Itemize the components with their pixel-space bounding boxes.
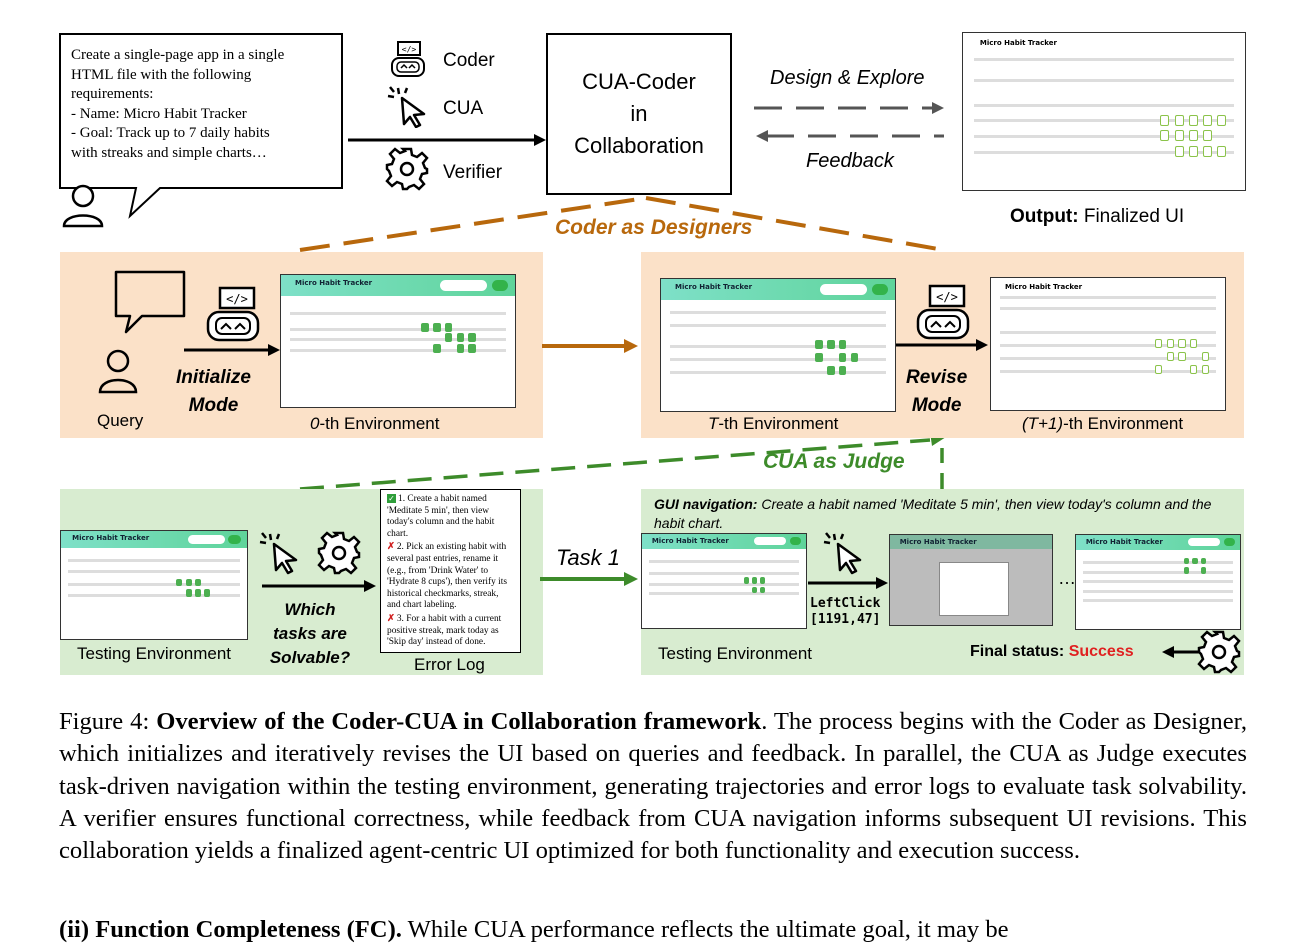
output-prefix: Output: <box>1010 206 1079 227</box>
coder-label: Coder <box>443 50 495 71</box>
nav-1-app-title: Micro Habit Tracker <box>651 536 729 545</box>
gear-icon <box>385 147 429 191</box>
feedback-arrow <box>756 130 944 142</box>
nav-arrow <box>808 577 888 589</box>
query-label: Query <box>97 411 144 430</box>
next-paragraph: (ii) Function Completeness (FC). While C… <box>59 914 1247 946</box>
output-app-title: Micro Habit Tracker <box>979 39 1057 48</box>
caption-bold: Overview of the Coder-CUA in Collaborati… <box>156 708 762 735</box>
cursor-click-icon-nav <box>823 532 862 575</box>
cua-label: CUA <box>443 98 484 119</box>
nav-3-app-title: Micro Habit Tracker <box>1085 537 1163 546</box>
error-log-label: Error Log <box>414 655 485 674</box>
coder-dashed-lines <box>299 196 946 491</box>
svg-text:</>: </> <box>402 45 417 54</box>
env-t-app-title: Micro Habit Tracker <box>675 282 753 291</box>
error-item: ✓1. Create a habit named 'Meditate 5 min… <box>387 494 495 539</box>
output-label: Finalized UI <box>1078 206 1185 227</box>
figure-caption: Figure 4: Overview of the Coder-CUA in C… <box>59 706 1247 867</box>
svg-text:</>: </> <box>936 290 958 304</box>
caption-figure-number: Figure 4: <box>59 708 150 735</box>
revise-mode-label: Revise Mode <box>906 367 968 416</box>
cursor-click-icon <box>387 86 426 128</box>
query-bubble <box>59 33 343 219</box>
env-t-label: -th Environment <box>718 414 839 433</box>
which-tasks-arrow <box>262 580 376 592</box>
task-arrow <box>540 572 638 586</box>
feedback-label: Feedback <box>806 150 894 172</box>
speech-bubble-icon <box>114 270 186 334</box>
cross-icon: ✗ <box>387 542 395 553</box>
robot-icon: </> <box>391 41 425 77</box>
error-item: ✗2. Pick an existing habit with several … <box>387 542 508 611</box>
nav-screenshot-2: Micro Habit Tracker <box>889 534 1053 626</box>
error-item: ✗3. For a habit with a current positive … <box>387 613 502 648</box>
testing-env-label: Testing Environment <box>77 644 232 663</box>
testing-env-app-title: Micro Habit Tracker <box>72 534 150 543</box>
nav-screenshot-3: Micro Habit Tracker <box>1075 534 1241 630</box>
query-arrow <box>348 134 546 146</box>
caption-text: . The process begins with the Coder as D… <box>59 708 1247 865</box>
gui-nav-prefix: GUI navigation: <box>654 496 758 512</box>
testing-env-screenshot: Micro Habit Tracker <box>60 530 248 640</box>
error-log-panel: ✓1. Create a habit named 'Meditate 5 min… <box>380 489 521 653</box>
check-icon: ✓ <box>387 494 396 503</box>
gear-icon-judge <box>317 531 361 575</box>
final-status-prefix: Final status: <box>970 643 1065 660</box>
next-paragraph-text: While CUA performance reflects the ultim… <box>401 916 1009 943</box>
revise-arrow <box>896 339 988 351</box>
task-1-label: Task 1 <box>556 545 621 570</box>
query-text: Create a single-page app in a single HTM… <box>71 47 285 161</box>
which-tasks-label: Which tasks are Solvable? <box>269 600 351 667</box>
output-ui-screenshot: Micro Habit Tracker <box>962 32 1246 191</box>
coder-as-designers-title: Coder as Designers <box>555 216 753 239</box>
verifier-label: Verifier <box>443 162 503 183</box>
env-t1-screenshot: Micro Habit Tracker <box>990 277 1226 411</box>
gui-nav-task: Create a habit named 'Meditate 5 min', t… <box>654 496 1212 531</box>
initialize-mode-label: Initialize Mode <box>176 367 251 416</box>
env-t1-app-title: Micro Habit Tracker <box>1005 283 1083 292</box>
cursor-click-icon-judge <box>259 532 298 575</box>
design-explore-label: Design & Explore <box>770 67 925 89</box>
ellipsis: … <box>1058 568 1076 588</box>
env-t1-label: -th Environment <box>1063 414 1184 433</box>
testing-env-label-2: Testing Environment <box>658 644 813 663</box>
initialize-arrow <box>184 344 280 356</box>
query-user-icon <box>98 349 138 394</box>
nav-2-app-title: Micro Habit Tracker <box>899 537 977 546</box>
env-t-index: T <box>708 414 719 433</box>
action-label: LeftClick [1191,47] <box>810 596 881 627</box>
env-0-label: -th Environment <box>319 414 440 433</box>
env-t1-index: (T+1) <box>1022 414 1064 433</box>
next-paragraph-bold: (ii) Function Completeness (FC). <box>59 916 402 943</box>
robot-icon-revise: </> <box>916 284 970 340</box>
final-status-value: Success <box>1068 643 1134 660</box>
gear-icon-verifier <box>1197 630 1241 674</box>
env-0-app-title: Micro Habit Tracker <box>295 278 373 287</box>
cross-icon: ✗ <box>387 613 395 624</box>
nav-screenshot-1: Micro Habit Tracker <box>641 533 807 629</box>
robot-icon-initialize: </> <box>206 286 260 342</box>
env-t-screenshot: Micro Habit Tracker <box>660 278 896 412</box>
cua-coder-collaboration-box: CUA-Coder in Collaboration <box>546 33 732 195</box>
design-arrow <box>754 102 944 114</box>
orange-arrow <box>542 339 638 353</box>
cua-as-judge-title: CUA as Judge <box>763 450 905 473</box>
user-icon <box>62 184 104 228</box>
svg-text:</>: </> <box>226 292 248 306</box>
env-0-index: 0 <box>310 414 320 433</box>
env-0-screenshot: Micro Habit Tracker <box>280 274 516 408</box>
